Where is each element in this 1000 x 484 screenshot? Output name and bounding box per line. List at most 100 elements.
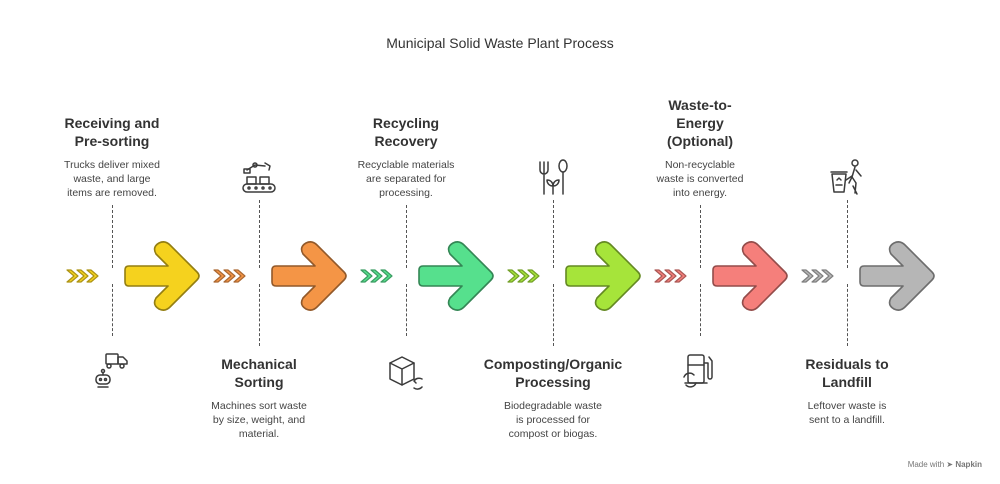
big-chevron-arrow	[271, 241, 347, 311]
connector-line	[111, 205, 113, 268]
chevron-arrow-icon	[66, 269, 79, 283]
step-description-line: material.	[238, 428, 280, 440]
diagram-title: Municipal Solid Waste Plant Process	[386, 35, 614, 51]
step-description: Recyclable materials are separated for pro…	[326, 158, 486, 200]
small-chevrons	[507, 269, 540, 283]
connector-line	[699, 205, 701, 268]
step-description-line: by size, weight, and	[212, 414, 306, 426]
step-description-line: Recyclable materials	[357, 159, 455, 171]
step-title-line: Pre-sorting	[74, 133, 150, 149]
chevron-arrow-icon	[380, 269, 393, 283]
chevron-arrow-icon	[233, 269, 246, 283]
box-recycle-icon	[389, 356, 423, 390]
chevron-arrow-icon	[507, 269, 520, 283]
arrow-right-icon	[859, 241, 935, 311]
chevron-arrow-icon	[517, 269, 530, 283]
arrow-right-icon	[271, 241, 347, 311]
connector-line	[846, 200, 848, 268]
big-chevron-arrow	[712, 241, 788, 311]
small-chevrons	[801, 269, 834, 283]
chevron-arrow-icon	[821, 269, 834, 283]
step-description: Non-recyclable waste is converted into ene…	[620, 158, 780, 200]
napkin-brand: Napkin	[955, 460, 982, 469]
step-description-line: sent to a landfill.	[809, 414, 885, 426]
robotic-arm-conveyor-icon	[242, 162, 276, 193]
made-with-label: Made with	[907, 460, 945, 469]
chevron-arrow-icon	[86, 269, 99, 283]
chevron-arrow-icon	[664, 269, 677, 283]
step-title-line: Processing	[515, 374, 591, 390]
step-title-line: Recycling	[372, 115, 440, 131]
small-chevrons	[66, 269, 99, 283]
napkin-logo-icon: ➤	[946, 460, 954, 469]
chevron-arrow-icon	[223, 269, 236, 283]
step-title-line: Energy	[676, 115, 724, 131]
step-description-line: waste is converted	[656, 173, 744, 185]
step-description-line: compost or biogas.	[508, 428, 598, 440]
arrow-right-icon	[565, 241, 641, 311]
step-description-line: items are removed.	[67, 187, 157, 199]
big-chevron-arrow	[124, 241, 200, 311]
step-title-line: Composting/Organic	[483, 356, 623, 372]
step-description-line: processing.	[379, 187, 433, 199]
step-description: Trucks deliver mixed waste, and large item…	[32, 158, 192, 200]
chevron-arrow-icon	[654, 269, 667, 283]
chevron-arrow-icon	[76, 269, 89, 283]
connector-line	[258, 284, 260, 346]
small-chevrons	[213, 269, 246, 283]
watermark: Made with ➤ Napkin	[908, 460, 982, 469]
arrow-right-icon	[712, 241, 788, 311]
fuel-pump-recycle-icon	[683, 354, 713, 388]
step-title: Residuals to Landfill	[767, 355, 927, 391]
connector-line	[552, 200, 554, 268]
connector-line	[258, 200, 260, 268]
step-description-line: Biodegradable waste	[503, 400, 603, 412]
step-title: Waste-to- Energy (Optional)	[620, 96, 780, 150]
connector-line	[699, 284, 701, 336]
connector-line	[111, 284, 113, 336]
step-description-line: Machines sort waste	[211, 400, 307, 412]
step-description-line: Trucks deliver mixed	[64, 159, 160, 171]
chevron-arrow-icon	[213, 269, 226, 283]
big-chevron-arrow	[859, 241, 935, 311]
connector-line	[405, 205, 407, 268]
small-chevrons	[360, 269, 393, 283]
step-title-line: Waste-to-	[668, 97, 732, 113]
chevron-arrow-icon	[370, 269, 383, 283]
chevron-arrow-icon	[801, 269, 814, 283]
chevron-arrow-icon	[811, 269, 824, 283]
step-description-line: waste, and large	[73, 173, 151, 185]
chevron-arrow-icon	[360, 269, 373, 283]
connector-line	[552, 284, 554, 346]
step-title-line: Sorting	[234, 374, 284, 390]
step-description: Biodegradable waste is processed for compo…	[473, 399, 633, 441]
step-description-line: Non-recyclable	[664, 159, 736, 171]
step-description: Machines sort waste by size, weight, and m…	[179, 399, 339, 441]
step-title-line: Mechanical	[221, 356, 297, 372]
chevron-arrow-icon	[674, 269, 687, 283]
arrow-right-icon	[418, 241, 494, 311]
person-trash-can-icon	[830, 159, 862, 195]
step-description-line: are separated for	[366, 173, 446, 185]
connector-line	[846, 284, 848, 346]
connector-line	[405, 284, 407, 336]
step-title-line: Residuals to	[805, 356, 889, 372]
chevron-arrow-icon	[527, 269, 540, 283]
arrow-right-icon	[124, 241, 200, 311]
small-chevrons	[654, 269, 687, 283]
fork-spoon-sprout-icon	[539, 159, 568, 195]
step-title-line: Landfill	[822, 374, 872, 390]
step-description: Leftover waste is sent to a landfill.	[767, 399, 927, 427]
step-description-line: is processed for	[515, 414, 591, 426]
big-chevron-arrow	[418, 241, 494, 311]
step-title-line: Recovery	[374, 133, 438, 149]
truck-robot-icon	[95, 353, 128, 388]
big-chevron-arrow	[565, 241, 641, 311]
step-description-line: into energy.	[672, 187, 728, 199]
step-title-line: (Optional)	[666, 133, 734, 149]
step-description-line: Leftover waste is	[807, 400, 887, 412]
